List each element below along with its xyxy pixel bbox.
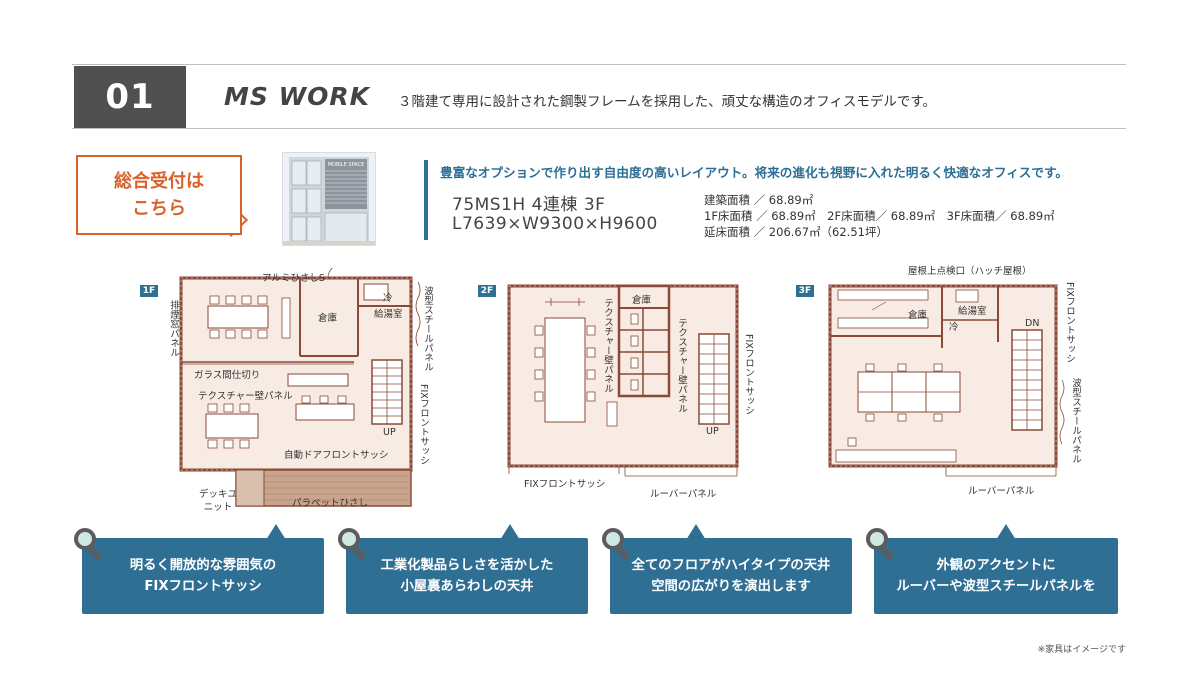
label-fix-front-1f: FIXフロントサッシ <box>418 384 429 466</box>
magnifier-icon <box>602 528 624 550</box>
model-code: 75MS1H 4連棟 3F <box>452 195 606 215</box>
label-fix-front-2f-side: FIXフロントサッシ <box>743 334 754 416</box>
label-dn-3f: DN <box>1025 318 1040 329</box>
furniture-note: ※家具はイメージです <box>1037 645 1126 655</box>
reception-line2: こちら <box>132 198 186 219</box>
model-name: MS WORK <box>224 82 371 111</box>
total-area: 延床面積 ／ 206.67㎡（62.51坪） <box>704 225 888 239</box>
building-photo: MOBILE SPACE <box>282 152 376 246</box>
magnifier-icon <box>74 528 96 550</box>
feature-card-1: 明るく開放的な雰囲気の FIXフロントサッシ <box>82 538 324 614</box>
feature-4-line1: 外観のアクセントに <box>936 558 1056 573</box>
building-area: 建築面積 ／ 68.89㎡ <box>704 193 814 207</box>
feature-card-3: 全てのフロアがハイタイプの天井 空間の広がりを演出します <box>610 538 852 614</box>
label-texture-wall-2f-right: テクスチャー壁パネル <box>676 318 687 413</box>
label-deck-unit: デッキユニット <box>198 489 237 513</box>
label-kitchen-1f: 給湯室 <box>374 309 403 320</box>
header-bottom-rule <box>72 128 1126 129</box>
floorplan-2f <box>507 284 739 477</box>
label-storage-2f: 倉庫 <box>632 295 652 306</box>
floorplan-1f <box>179 268 421 507</box>
feature-2-line1: 工業化製品らしさを活かした <box>380 558 554 573</box>
label-wave-panel-1f: 波型スチールパネル <box>422 286 433 372</box>
label-up-2f: UP <box>706 426 719 437</box>
feature-card-4: 外観のアクセントに ルーバーや波型スチールパネルを <box>874 538 1118 614</box>
label-cold-1f: 冷 <box>383 293 393 304</box>
model-number: 01 <box>74 66 186 128</box>
card-tail-3 <box>686 524 706 540</box>
label-storage-1f: 倉庫 <box>318 313 338 324</box>
feature-3-line1: 全てのフロアがハイタイプの天井 <box>631 558 831 573</box>
model-tagline: ３階建て専用に設計された鋼製フレームを採用した、頑丈な構造のオフィスモデルです。 <box>398 94 936 110</box>
reception-line1: 総合受付は <box>114 171 204 192</box>
feature-2-line2: 小屋裏あらわしの天井 <box>400 579 534 594</box>
label-texture-wall-2f-left: テクスチャー壁パネル <box>602 298 613 393</box>
label-louver-3f: ルーバーパネル <box>968 486 1035 497</box>
floor-badge-2f: 2F <box>478 285 496 297</box>
label-auto-door: 自動ドアフロントサッシ <box>284 450 389 461</box>
reception-button[interactable]: 総合受付は こちら <box>76 155 242 235</box>
label-parapet: パラペットひさし <box>292 498 369 509</box>
label-wave-panel-3f: 波型スチールパネル <box>1070 378 1081 464</box>
building-sign: MOBILE SPACE <box>328 162 365 168</box>
card-tail-4 <box>996 524 1016 540</box>
bubble-cover <box>216 208 238 232</box>
feature-card-2: 工業化製品らしさを活かした 小屋裏あらわしの天井 <box>346 538 588 614</box>
info-headline: 豊富なオプションで作り出す自由度の高いレイアウト。将来の進化も視野に入れた明るく… <box>440 165 1068 180</box>
model-dimensions: L7639×W9300×H9600 <box>452 214 658 234</box>
label-aluminum-eave: アルミひさしS <box>262 273 325 284</box>
label-roof-hatch: 屋根上点検口（ハッチ屋根） <box>908 266 1032 277</box>
floorplan-3f <box>828 284 1065 477</box>
magnifier-icon <box>338 528 360 550</box>
feature-3-line2: 空間の広がりを演出します <box>651 579 811 594</box>
feature-1-line2: FIXフロントサッシ <box>144 579 262 594</box>
floor-badge-3f: 3F <box>796 285 814 297</box>
feature-1-line1: 明るく開放的な雰囲気の <box>129 558 277 573</box>
label-cold-3f: 冷 <box>949 322 959 333</box>
info-accent-bar <box>424 160 428 240</box>
floor-areas: 1F床面積 ／ 68.89㎡ 2F床面積／ 68.89㎡ 3F床面積／ 68.8… <box>704 209 1055 223</box>
label-louver-2f: ルーバーパネル <box>650 489 717 500</box>
header-top-rule <box>72 64 1126 65</box>
feature-4-line2: ルーバーや波型スチールパネルを <box>896 579 1096 594</box>
floor-badge-1f: 1F <box>140 285 158 297</box>
label-exhaust-panel: 排煙窓パネル <box>168 300 179 357</box>
label-fix-front-3f: FIXフロントサッシ <box>1064 282 1075 364</box>
card-tail-2 <box>500 524 520 540</box>
label-glass-partition: ガラス間仕切り <box>194 370 261 381</box>
label-storage-3f: 倉庫 <box>908 310 928 321</box>
building-illustration: MOBILE SPACE <box>283 153 375 245</box>
magnifier-icon <box>866 528 888 550</box>
label-up-1f: UP <box>383 427 396 438</box>
label-kitchen-3f: 給湯室 <box>958 306 987 317</box>
label-fix-front-2f-bottom: FIXフロントサッシ <box>524 479 606 490</box>
card-tail-1 <box>266 524 286 540</box>
label-texture-wall-1f: テクスチャー壁パネル <box>198 391 293 402</box>
